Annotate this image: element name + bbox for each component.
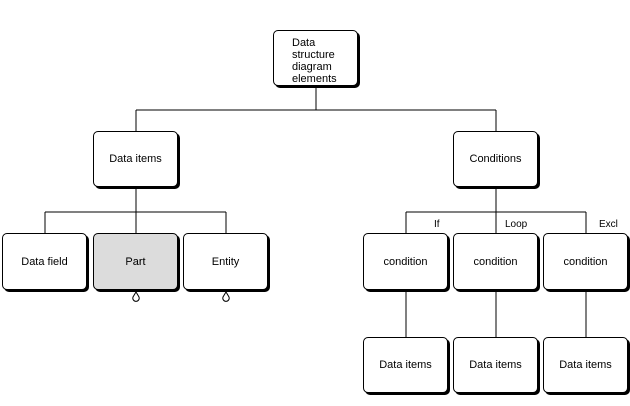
node-data-items-label: Data items xyxy=(109,153,162,165)
node-part-label: Part xyxy=(125,255,146,268)
node-condition-if-label: condition xyxy=(383,255,428,268)
node-data-items-if: Data items xyxy=(363,337,448,393)
node-data-items-excl-label: Data items xyxy=(559,359,612,371)
node-conditions: Conditions xyxy=(453,131,538,187)
node-data-items-loop: Data items xyxy=(453,337,538,393)
part-marker-icon xyxy=(132,291,140,302)
node-entity: Entity xyxy=(183,233,268,290)
node-root: Data structure diagram elements xyxy=(273,30,358,86)
node-data-field: Data field xyxy=(2,233,87,290)
node-conditions-label: Conditions xyxy=(469,153,522,165)
node-condition-excl-label: condition xyxy=(563,255,608,268)
branch-label-loop: Loop xyxy=(505,219,528,230)
node-data-items-if-label: Data items xyxy=(379,359,432,371)
node-part: Part xyxy=(93,233,178,290)
branch-label-if: If xyxy=(434,219,440,230)
node-data-items: Data items xyxy=(93,131,178,187)
node-condition-if: condition xyxy=(363,233,448,290)
node-root-label: Data structure diagram elements xyxy=(292,37,337,85)
node-condition-loop-label: condition xyxy=(473,255,518,268)
branch-label-excl: Excl xyxy=(599,219,618,230)
node-data-items-loop-label: Data items xyxy=(469,359,522,371)
node-condition-excl: condition xyxy=(543,233,628,290)
entity-marker-icon xyxy=(222,291,230,302)
node-data-field-label: Data field xyxy=(21,255,68,268)
node-data-items-excl: Data items xyxy=(543,337,628,393)
node-condition-loop: condition xyxy=(453,233,538,290)
node-entity-label: Entity xyxy=(211,255,240,268)
